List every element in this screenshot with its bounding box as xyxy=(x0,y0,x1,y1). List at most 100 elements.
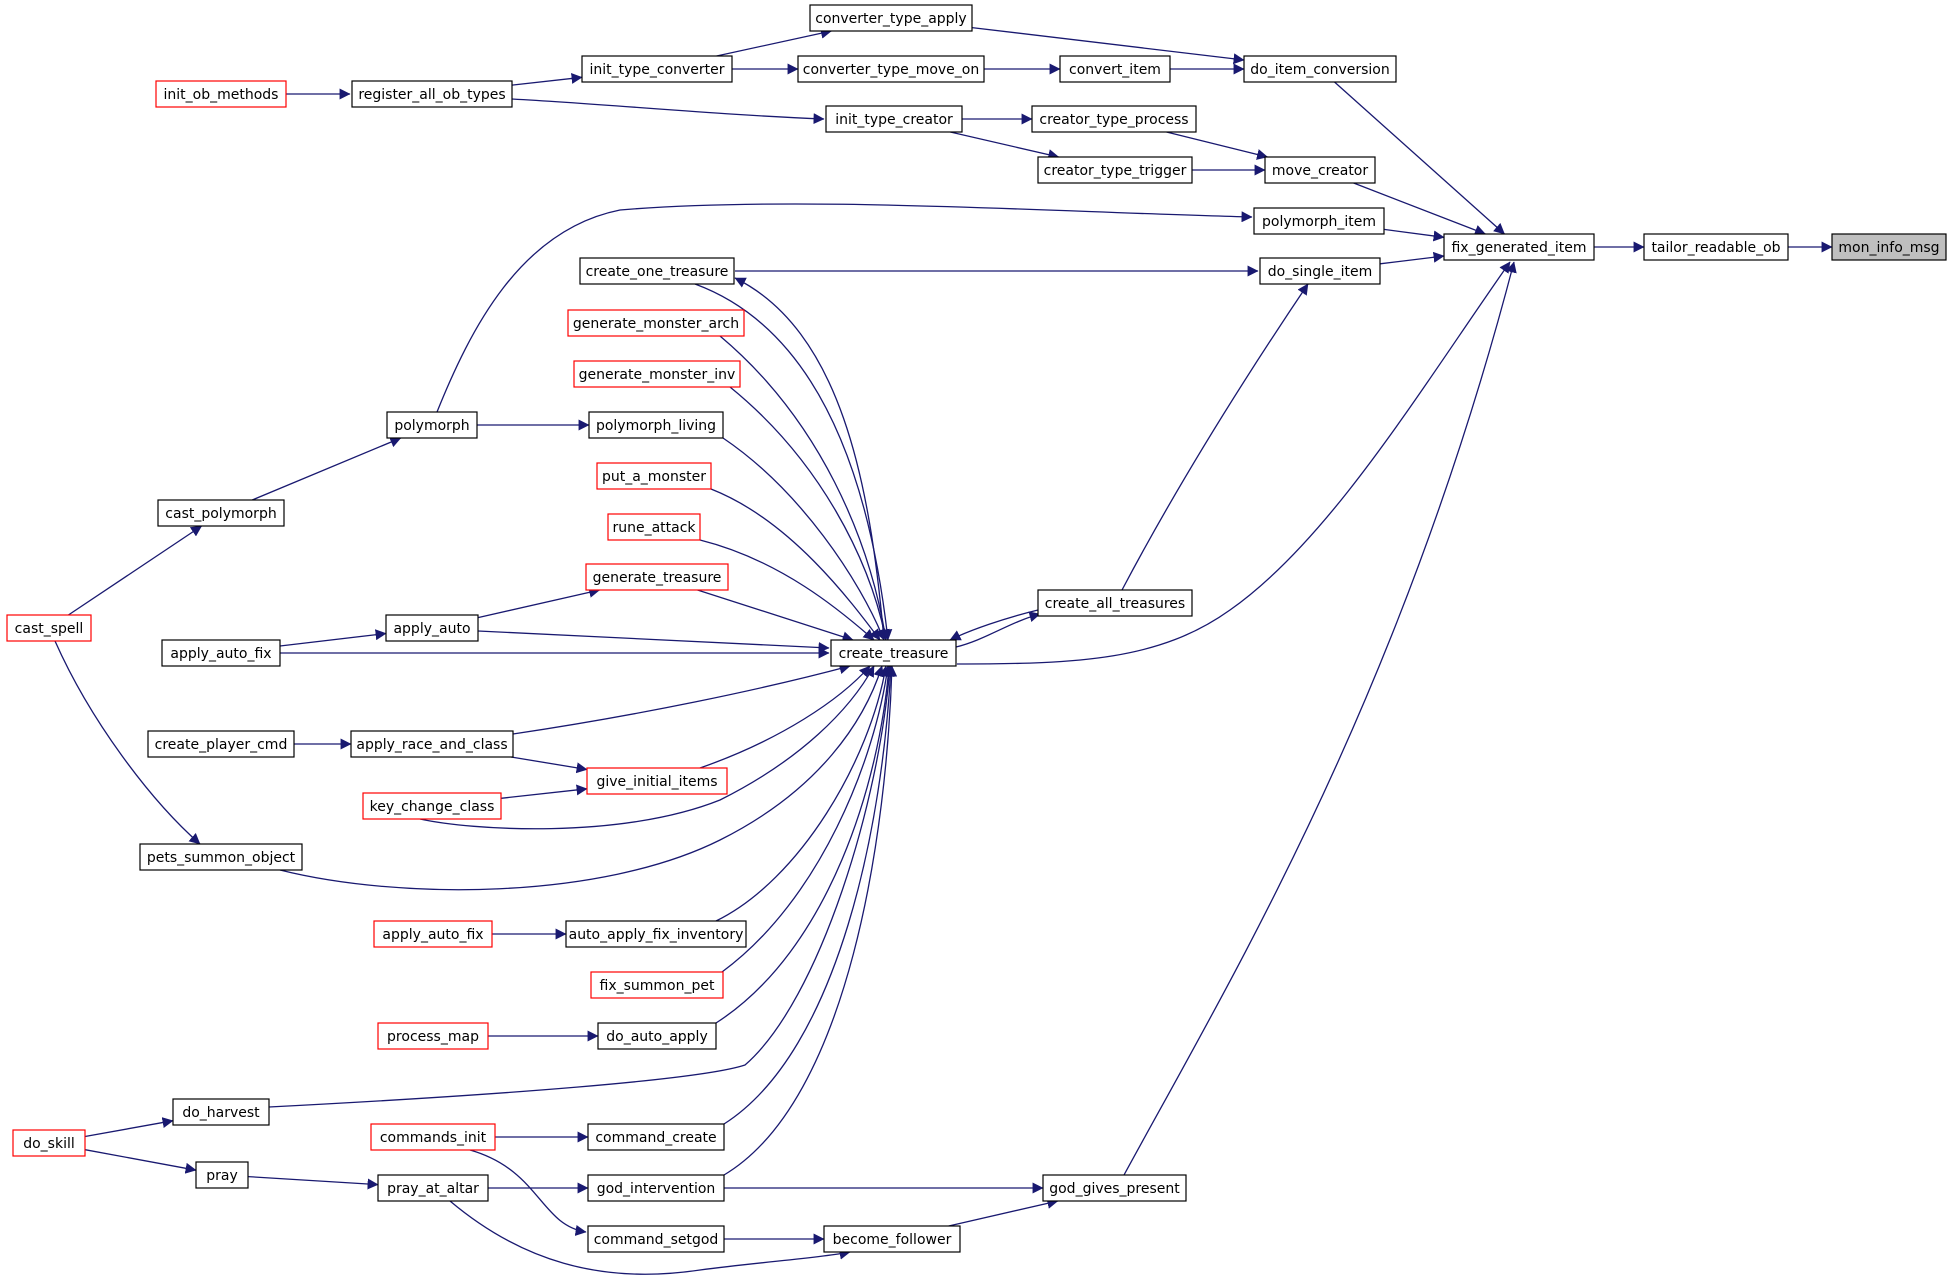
node-box xyxy=(195,1161,249,1189)
node-converter-type-apply[interactable]: converter_type_apply xyxy=(809,4,973,32)
edge-do_harvest-to-create_treasure xyxy=(268,665,895,1108)
node-apply-auto-fix-1[interactable]: apply_auto_fix xyxy=(161,639,281,667)
edge-do_skill-to-pray xyxy=(84,1149,197,1174)
node-do-auto-apply[interactable]: do_auto_apply xyxy=(597,1022,717,1050)
node-cast-spell[interactable]: cast_spell xyxy=(6,614,92,642)
node-label: apply_auto_fix xyxy=(170,646,271,662)
edge-polymorph_living-to-create_treasure xyxy=(722,437,886,641)
node-create-treasure[interactable]: create_treasure xyxy=(830,639,957,667)
node-auto-apply-fix-inventory[interactable]: auto_apply_fix_inventory xyxy=(565,920,747,948)
node-box xyxy=(155,80,287,108)
node-create-all-treasures[interactable]: create_all_treasures xyxy=(1037,589,1193,617)
node-box xyxy=(351,80,513,108)
node-create-one-treasure[interactable]: create_one_treasure xyxy=(579,257,735,285)
node-god-intervention[interactable]: god_intervention xyxy=(587,1174,725,1202)
edge-apply_auto-to-generate_treasure xyxy=(477,586,601,619)
node-mon-info-msg[interactable]: mon_info_msg xyxy=(1831,233,1947,261)
node-box xyxy=(1264,156,1376,184)
edge-apply_race_and_class-to-create_treasure xyxy=(512,663,851,735)
node-command-setgod[interactable]: command_setgod xyxy=(587,1225,725,1253)
node-generate-monster-inv[interactable]: generate_monster_inv xyxy=(573,360,741,388)
node-pets-summon-object[interactable]: pets_summon_object xyxy=(139,843,303,871)
node-apply-auto[interactable]: apply_auto xyxy=(385,614,479,642)
edge-generate_monster_inv-to-create_treasure xyxy=(729,386,890,641)
node-converter-type-move-on[interactable]: converter_type_move_on xyxy=(797,55,985,83)
edge-generate_treasure-to-create_treasure xyxy=(697,589,854,643)
node-label: do_skill xyxy=(23,1136,75,1152)
node-tailor-readable-ob[interactable]: tailor_readable_ob xyxy=(1643,233,1789,261)
node-label: key_change_class xyxy=(370,799,495,815)
node-fix-generated-item[interactable]: fix_generated_item xyxy=(1443,233,1595,261)
node-fix-summon-pet[interactable]: fix_summon_pet xyxy=(590,971,724,999)
node-label: generate_monster_arch xyxy=(573,316,739,332)
edge-become_follower-to-god_gives_present xyxy=(948,1197,1059,1227)
node-label: auto_apply_fix_inventory xyxy=(569,927,744,943)
node-box xyxy=(12,1129,86,1157)
node-box xyxy=(350,730,514,758)
node-move-creator[interactable]: move_creator xyxy=(1264,156,1376,184)
node-become-follower[interactable]: become_follower xyxy=(823,1225,961,1253)
edge-pray-to-pray_at_altar xyxy=(247,1175,379,1190)
node-polymorph-living[interactable]: polymorph_living xyxy=(588,411,724,439)
node-box xyxy=(587,1174,725,1202)
edge-fix_summon_pet-to-create_treasure xyxy=(721,665,893,973)
node-label: apply_auto_fix xyxy=(382,927,483,943)
node-label: mon_info_msg xyxy=(1838,240,1939,256)
node-process-map[interactable]: process_map xyxy=(377,1022,489,1050)
node-label: converter_type_apply xyxy=(815,11,966,27)
node-init-type-converter[interactable]: init_type_converter xyxy=(581,55,733,83)
node-command-create[interactable]: command_create xyxy=(587,1123,725,1151)
node-label: polymorph_living xyxy=(596,418,716,434)
node-init-ob-methods[interactable]: init_ob_methods xyxy=(155,80,287,108)
node-apply-auto-fix-2[interactable]: apply_auto_fix xyxy=(373,920,493,948)
edge-init_type_converter-to-converter_type_apply xyxy=(716,27,832,57)
node-do-item-conversion[interactable]: do_item_conversion xyxy=(1243,55,1397,83)
edge-do_skill-to-do_harvest xyxy=(84,1117,174,1138)
node-label: apply_auto xyxy=(393,621,470,637)
node-convert-item[interactable]: convert_item xyxy=(1059,55,1171,83)
node-god-gives-present[interactable]: god_gives_present xyxy=(1042,1174,1187,1202)
node-init-type-creator[interactable]: init_type_creator xyxy=(825,105,963,133)
node-pray[interactable]: pray xyxy=(195,1161,249,1189)
node-generate-treasure[interactable]: generate_treasure xyxy=(585,563,729,591)
node-create-player-cmd[interactable]: create_player_cmd xyxy=(147,730,295,758)
edge-do_single_item-to-fix_generated_item xyxy=(1379,251,1445,265)
node-creator-type-process[interactable]: creator_type_process xyxy=(1031,105,1197,133)
node-cast-polymorph[interactable]: cast_polymorph xyxy=(157,499,285,527)
node-label: generate_monster_inv xyxy=(579,367,736,383)
node-polymorph-item[interactable]: polymorph_item xyxy=(1253,207,1385,235)
node-label: tailor_readable_ob xyxy=(1651,240,1780,256)
node-box xyxy=(1037,589,1193,617)
node-box xyxy=(1243,55,1397,83)
node-do-harvest[interactable]: do_harvest xyxy=(172,1098,270,1126)
node-generate-monster-arch[interactable]: generate_monster_arch xyxy=(567,309,745,337)
node-box xyxy=(1443,233,1595,261)
node-do-single-item[interactable]: do_single_item xyxy=(1259,257,1381,285)
node-rune-attack[interactable]: rune_attack xyxy=(607,513,701,541)
node-label: cast_polymorph xyxy=(165,506,276,522)
node-key-change-class[interactable]: key_change_class xyxy=(362,792,502,820)
edge-apply_auto-to-create_treasure xyxy=(477,630,830,654)
node-apply-race-and-class[interactable]: apply_race_and_class xyxy=(350,730,514,758)
node-box xyxy=(1031,105,1197,133)
node-label: rune_attack xyxy=(612,520,696,536)
node-creator-type-trigger[interactable]: creator_type_trigger xyxy=(1037,156,1193,184)
node-polymorph[interactable]: polymorph xyxy=(386,411,478,439)
node-label: polymorph_item xyxy=(1262,214,1376,230)
node-commands-init[interactable]: commands_init xyxy=(370,1123,496,1151)
node-give-initial-items[interactable]: give_initial_items xyxy=(586,767,728,795)
node-label: init_type_creator xyxy=(835,112,953,128)
edge-polymorph_item-to-fix_generated_item xyxy=(1383,228,1445,242)
node-box xyxy=(370,1123,496,1151)
edge-create_treasure-to-fix_generated_item xyxy=(956,261,1511,665)
node-put-a-monster[interactable]: put_a_monster xyxy=(596,462,712,490)
node-label: init_ob_methods xyxy=(164,87,279,103)
edge-create_all_treasures-to-do_single_item xyxy=(1121,283,1309,591)
node-register-all-ob-types[interactable]: register_all_ob_types xyxy=(351,80,513,108)
edge-cast_spell-to-pets_summon_object xyxy=(54,640,201,845)
node-box xyxy=(573,360,741,388)
node-do-skill[interactable]: do_skill xyxy=(12,1129,86,1157)
node-label: create_one_treasure xyxy=(586,264,729,280)
node-pray-at-altar[interactable]: pray_at_altar xyxy=(377,1174,489,1202)
edge-creator_type_process-to-move_creator xyxy=(1166,131,1269,160)
